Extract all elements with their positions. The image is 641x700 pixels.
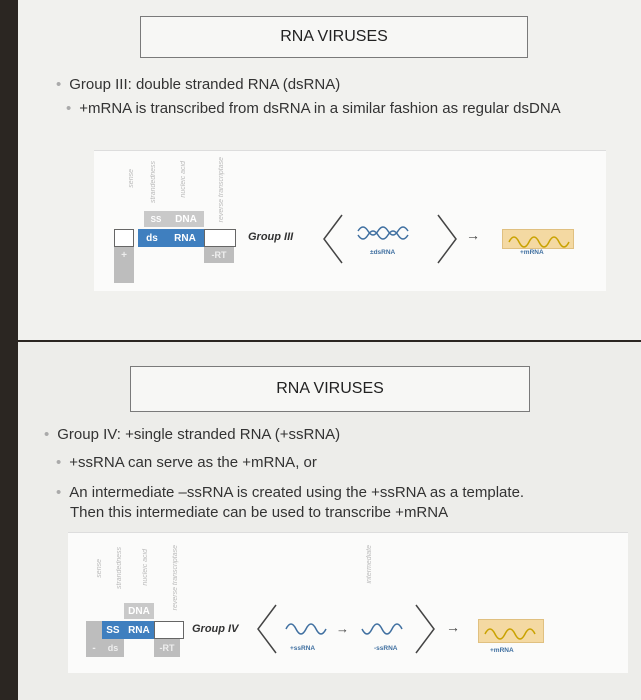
bullet-dot: •: [66, 100, 72, 117]
mrna-box: [478, 619, 544, 643]
slide-title: RNA VIRUSES: [140, 16, 528, 58]
cell-rt: -RT: [154, 639, 180, 657]
label-nucleic-acid: nucleic acid: [142, 549, 149, 586]
bullet-text: Group IV: +single stranded RNA (+ssRNA): [57, 426, 341, 443]
bullet-text: +ssRNA can serve as the +mRNA, or: [69, 454, 317, 471]
cell-minus: [114, 263, 134, 283]
rna-text: RNA: [128, 624, 150, 636]
label-intermediate: intermediate: [366, 545, 373, 584]
label-sense: sense: [128, 169, 135, 188]
arrow-icon: →: [336, 621, 349, 636]
slide-group-iii: RNA VIRUSES • Group III: double stranded …: [18, 0, 641, 340]
cell-dna: DNA: [168, 211, 204, 227]
plus-ssrna-label: +ssRNA: [290, 645, 316, 652]
dsrna-bracket: [323, 214, 457, 264]
bullet-text: An intermediate –ssRNA is created using …: [69, 484, 525, 501]
group-label: Group IV: [192, 623, 239, 635]
bullet-main: • Group III: double stranded RNA (dsRNA): [56, 76, 340, 93]
mrna-wave-path: [484, 628, 536, 640]
rna-text: RNA: [174, 232, 196, 244]
plus-ssrna-wave: [285, 623, 327, 635]
bullet-dot: •: [44, 426, 50, 443]
left-bracket: [257, 604, 277, 654]
ds-text: ds: [146, 232, 158, 244]
label-strandedness: strandedness: [150, 161, 157, 204]
bullet-sub-2-cont: Then this intermediate can be used to tr…: [70, 504, 449, 521]
cell-dna: DNA: [124, 603, 154, 619]
bullet-sub-1: • +ssRNA can serve as the +mRNA, or: [56, 454, 317, 471]
bullet-dot: •: [56, 484, 62, 501]
minus-ssrna-label: -ssRNA: [374, 645, 398, 652]
label-sense: sense: [96, 559, 103, 578]
minus-ssrna-wave: [361, 623, 403, 635]
cell-ss: SS: [144, 211, 168, 227]
bullet-sub-2: • An intermediate –ssRNA is created using…: [56, 484, 524, 501]
slide-title: RNA VIRUSES: [130, 366, 530, 412]
bullet-main: • Group IV: +single stranded RNA (+ssRNA): [44, 426, 340, 443]
cell-plus: [86, 621, 102, 639]
dsrna-wave-bottom: [357, 230, 409, 240]
bullet-dot: •: [56, 76, 62, 93]
bullet-text: +mRNA is transcribed from dsRNA in a sim…: [79, 100, 561, 117]
label-nucleic-acid: nucleic acid: [180, 161, 187, 198]
slide-group-iv: RNA VIRUSES • Group IV: +single stranded …: [18, 342, 641, 700]
cell-plus: +: [114, 247, 134, 263]
dsrna-label: ±dsRNA: [370, 249, 396, 256]
dsrna-wave-top: [357, 226, 409, 236]
right-bracket: [437, 214, 457, 264]
cell-ds-rna: ds RNA: [138, 229, 204, 247]
cell-ss-rna: SS RNA: [102, 621, 154, 639]
diagram-group-iv: sense strandedness nucleic acid reverse …: [68, 532, 628, 673]
arrow-icon: →: [446, 619, 460, 635]
cell-rt: -RT: [204, 247, 234, 263]
cell-minus: -: [86, 639, 102, 657]
ss-text: SS: [106, 624, 120, 636]
ssrna-bracket: →: [257, 604, 435, 654]
left-bracket: [323, 214, 343, 264]
mrna-box: [502, 229, 574, 249]
mrna-label: +mRNA: [520, 249, 544, 256]
mrna-wave: [484, 628, 536, 640]
bullet-text: Group III: double stranded RNA (dsRNA): [69, 76, 341, 93]
label-strandedness: strandedness: [116, 547, 123, 590]
mrna-wave: [508, 236, 570, 248]
cell-blank: [114, 229, 134, 247]
cell-ds: ds: [102, 639, 124, 657]
mrna-label: +mRNA: [490, 647, 514, 654]
right-bracket: [415, 604, 435, 654]
label-reverse-transcriptase: reverse transcriptase: [218, 157, 225, 223]
diagram-group-iii: sense strandedness nucleic acid reverse …: [94, 150, 606, 291]
bullet-dot: •: [56, 454, 62, 471]
mrna-wave-path: [508, 236, 570, 248]
cell-rt-blank: [154, 621, 184, 639]
label-reverse-transcriptase: reverse transcriptase: [172, 545, 179, 611]
group-label: Group III: [248, 231, 294, 243]
bullet-sub: • +mRNA is transcribed from dsRNA in a si…: [66, 100, 561, 117]
arrow-icon: →: [466, 227, 480, 243]
cell-rt-blank: [204, 229, 236, 247]
